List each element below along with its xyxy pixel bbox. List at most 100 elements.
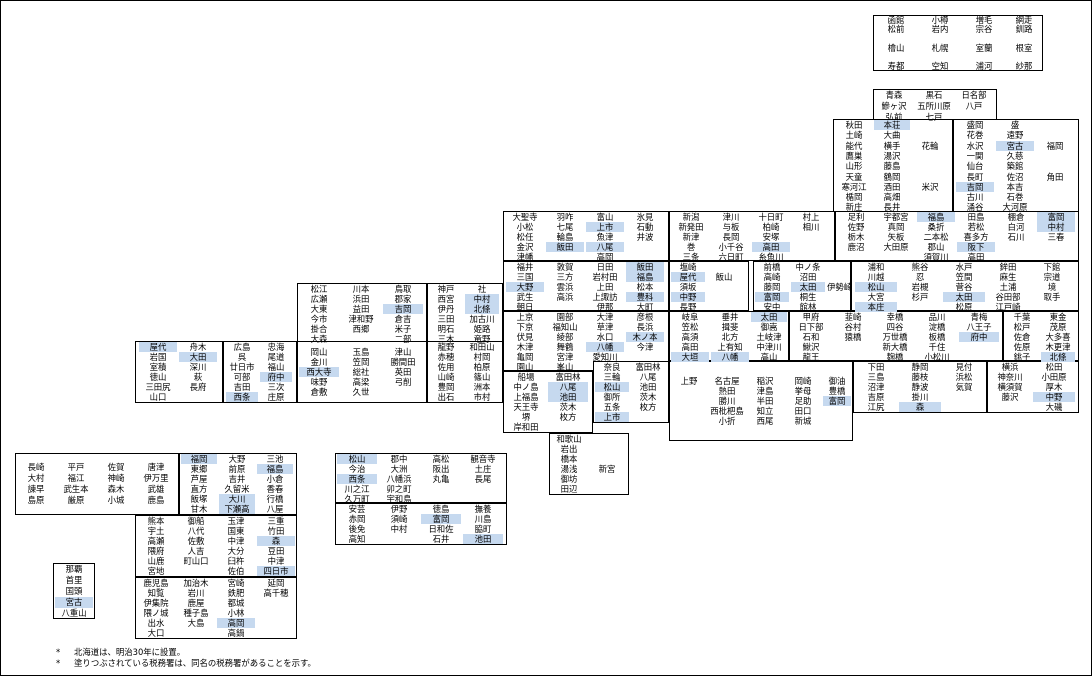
tax-office-nagasaki-saga-2-2: 森木 — [107, 484, 125, 494]
tax-office-niigata-0-3: 村上 — [802, 212, 820, 222]
tax-office-iwate-miyagi-2-1: 宮古 — [996, 140, 1034, 151]
tax-office-okinawa-4-0: 八重山 — [61, 608, 87, 618]
tax-office-nara-osaka-3-1: 茨木 — [639, 392, 657, 402]
tax-office-kagoshima-miyazaki-2-2: 都城 — [227, 598, 245, 608]
tax-office-iwate-miyagi-0-0: 盛岡 — [966, 120, 984, 130]
tax-office-kyoto-osaka-3-0: 木津 — [516, 342, 534, 352]
tax-office-saitama-ibaraki-0-2: 水戸 — [955, 262, 973, 272]
tax-office-akita-yamagata-3-0: 鷹巣 — [845, 150, 863, 161]
tax-office-tottori-shimane-5-0: 大森 — [310, 334, 328, 344]
tax-office-aichi-2-4: 富岡 — [823, 396, 851, 406]
tax-office-aichi-0-3: 岡崎 — [794, 376, 812, 386]
tax-office-tottori-shimane-0-2: 鳥取 — [394, 284, 412, 294]
tax-office-hokuriku-1-1: 七尾 — [556, 222, 574, 232]
tax-office-hokuriku-2-1: 輪島 — [556, 232, 574, 242]
tax-office-kinki-north-4-0: 朝日 — [516, 302, 534, 312]
tax-office-kinki-north-1-1: 三方 — [556, 272, 574, 282]
tax-office-fukushima-tochigi-1-0: 佐野 — [847, 222, 865, 232]
tax-office-saitama-ibaraki-4-0: 本庄 — [855, 302, 897, 312]
tax-office-kumamoto-oita-4-3: 中津 — [267, 556, 285, 566]
tax-office-osaka-city-1-1: 八尾 — [548, 382, 588, 392]
tax-office-okayama-3-2: 弓削 — [394, 377, 412, 387]
tax-office-iwate-miyagi-6-0: 吉岡 — [956, 181, 994, 193]
region-box-tottori-shimane — [297, 283, 427, 343]
tax-office-hokkaido-3-2: 室蘭 — [975, 42, 993, 53]
tax-office-okayama-0-0: 岡山 — [310, 347, 328, 357]
tax-office-kyoto-osaka-5-1: 峯山 — [556, 362, 574, 372]
tax-office-niigata-0-0: 新潟 — [682, 212, 700, 222]
tax-office-hyogo-2-1: 北條 — [465, 304, 499, 314]
tax-office-nara-osaka-0-1: 富田林 — [635, 362, 661, 372]
region-box-kagoshima-miyazaki — [135, 577, 297, 639]
tax-office-iwate-miyagi-7-1: 石巻 — [1006, 192, 1024, 203]
tax-office-kumamoto-oita-3-0: 隈府 — [147, 546, 165, 556]
tax-office-kinki-north-3-2: 上諏訪 — [592, 292, 618, 302]
tax-office-fukuoka-2-1: 吉井 — [228, 474, 246, 484]
tax-office-kagoshima-miyazaki-4-1: 大島 — [187, 618, 205, 628]
region-box-iwate-miyagi — [953, 119, 1079, 213]
tax-office-hokuriku-0-0: 大聖寺 — [512, 212, 538, 222]
tax-office-saitama-ibaraki-3-3: 谷田部 — [995, 292, 1021, 302]
tax-office-akita-yamagata-0-0: 秋田 — [845, 120, 863, 130]
tax-office-tottori-shimane-3-2: 倉吉 — [394, 314, 412, 324]
tax-office-kinki-north-0-1: 敦賀 — [556, 262, 574, 272]
tax-office-nara-osaka-3-0: 御所 — [603, 392, 621, 402]
tax-office-kinki-north-2-2: 上田 — [596, 282, 614, 292]
tax-office-gifu-1-2: 御嵩 — [760, 322, 778, 332]
tax-office-saitama-ibaraki-1-4: 宗道 — [1043, 272, 1061, 282]
tax-office-kochi-tokushima-1-3: 川島 — [474, 514, 492, 524]
tax-office-kagoshima-miyazaki-3-2: 小林 — [227, 608, 245, 618]
tax-office-kyoto-osaka-1-2: 草津 — [596, 322, 614, 332]
tax-office-yamaguchi-3-0: 徳山 — [149, 372, 167, 382]
tax-office-iwate-miyagi-4-0: 仙台 — [966, 161, 984, 172]
region-box-aomori — [873, 89, 997, 121]
tax-office-niigata-3-1: 小千谷 — [718, 242, 744, 252]
tax-office-nagasaki-saga-2-0: 諫早 — [27, 484, 45, 494]
tax-office-kinki-north-0-3: 飯田 — [626, 262, 664, 272]
tax-office-hyogo-south-4-0: 豊岡 — [437, 382, 455, 392]
tax-office-kyoto-osaka-1-1: 福知山 — [552, 322, 578, 332]
tax-office-fukushima-tochigi-3-3: 阪下 — [957, 242, 995, 252]
tax-office-kyoto-osaka-4-1: 宮津 — [556, 352, 574, 362]
tax-office-kinki-north-3-0: 武生 — [516, 292, 534, 302]
tax-office-kinki-north-0-0: 福井 — [516, 262, 534, 272]
tax-office-chiba-2-1: 大多喜 — [1045, 332, 1071, 342]
tax-office-okayama-1-0: 金川 — [310, 357, 328, 367]
tax-office-ehime-kagawa-0-1: 郡中 — [390, 454, 408, 464]
tax-office-niigata-3-2: 高田 — [752, 242, 790, 252]
tax-office-fukuoka-2-2: 小倉 — [266, 474, 284, 484]
tax-office-gifu-0-1: 垂井 — [721, 312, 739, 322]
tax-office-yamanashi-kanto-4-0: 龍王 — [802, 352, 820, 362]
tax-office-okayama-2-2: 英田 — [394, 367, 412, 377]
tax-office-yamaguchi-1-1: 大田 — [179, 352, 217, 362]
tax-office-ehime-kagawa-1-0: 今治 — [348, 464, 366, 474]
tax-office-iwate-miyagi-7-0: 古川 — [966, 192, 984, 203]
tax-office-nagasaki-saga-1-1: 福江 — [67, 473, 85, 483]
tax-office-hokkaido-3-0: 檜山 — [887, 42, 905, 53]
tax-office-osaka-city-4-1: 枚方 — [559, 412, 577, 422]
tax-office-gifu-0-2: 太田 — [751, 312, 787, 322]
tax-office-fukushima-tochigi-1-4: 白河 — [1007, 222, 1025, 232]
tax-office-fukuoka-5-1: 下瀬高 — [219, 504, 255, 514]
tax-office-saitama-ibaraki-0-3: 鉾田 — [999, 262, 1017, 272]
tax-office-saitama-ibaraki-0-4: 下館 — [1043, 262, 1061, 272]
tax-office-kumamoto-oita-5-0: 宮地 — [147, 566, 165, 576]
tax-office-akita-yamagata-7-1: 高畑 — [883, 192, 901, 203]
tax-office-niigata-2-2: 安塚 — [762, 232, 780, 242]
tax-office-fukuoka-0-1: 大野 — [228, 454, 246, 464]
tax-office-nagano-east-0-0: 塩崎 — [679, 262, 697, 272]
tax-office-akita-yamagata-6-2: 米沢 — [921, 181, 939, 192]
tax-office-shizuoka-4-1: 森 — [899, 402, 941, 412]
tax-office-hokkaido-1-0: 松前 — [887, 24, 905, 35]
tax-office-gifu-4-1: 八幡 — [711, 352, 749, 362]
tax-office-hiroshima-4-1: 三次 — [267, 382, 285, 392]
tax-office-shizuoka-0-1: 静岡 — [911, 362, 929, 372]
tax-office-kumamoto-oita-2-0: 高瀬 — [147, 536, 165, 546]
tax-office-yamaguchi-2-0: 室積 — [149, 362, 167, 372]
tax-office-kyoto-osaka-2-3: 木ノ本 — [626, 332, 664, 342]
tax-office-nara-osaka-5-0: 上市 — [595, 412, 629, 422]
tax-office-hyogo-5-0: 三木 — [437, 334, 455, 344]
tax-office-nagano-east-1-1: 飯山 — [715, 272, 733, 282]
tax-office-hyogo-1-1: 中村 — [465, 294, 499, 304]
tax-office-ehime-kagawa-2-2: 丸亀 — [432, 474, 450, 484]
